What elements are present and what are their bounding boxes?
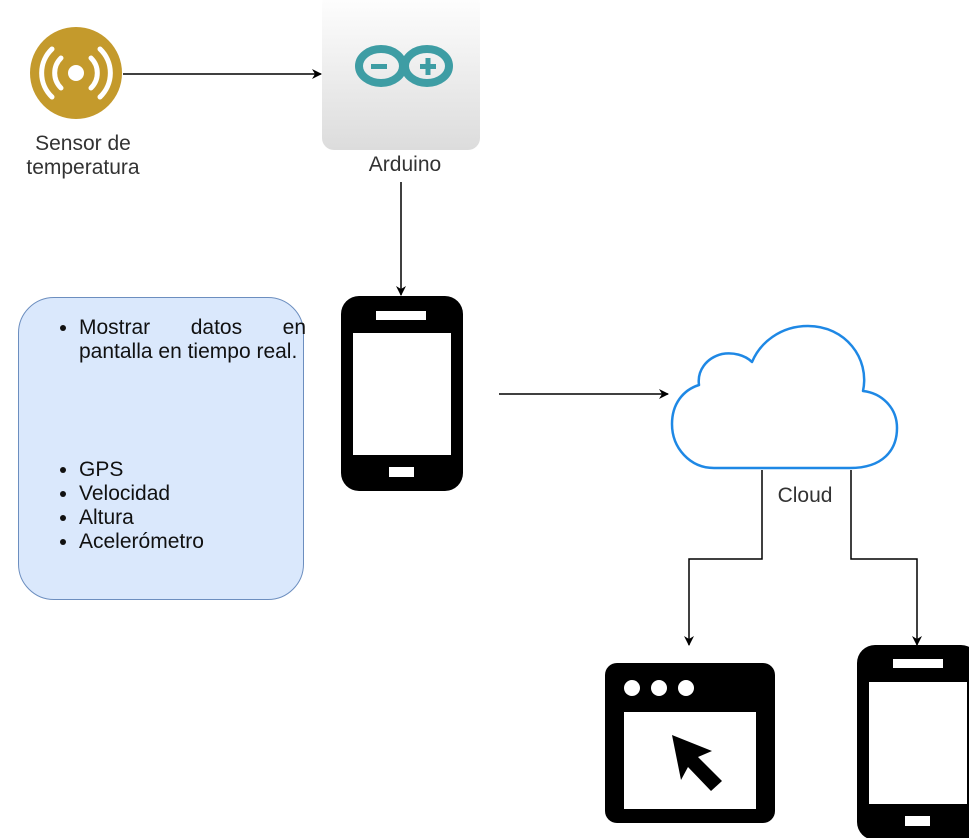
arduino-label: Arduino: [368, 153, 442, 176]
features-box: Mostrar datos en pantalla en tiempo real…: [18, 297, 306, 600]
smartphone-icon-right: [857, 645, 969, 838]
cursor-icon: [672, 735, 722, 791]
feature-item-gps: GPS: [79, 458, 303, 482]
smartphone-icon: [341, 296, 463, 491]
feature-list-1: Mostrar datos en pantalla en tiempo real…: [53, 316, 306, 364]
sensor-label: Sensor de temperatura: [8, 132, 158, 180]
cloud-icon: [670, 324, 899, 470]
sensor-label-line2: temperatura: [26, 156, 140, 179]
arduino-icon: [322, 0, 480, 150]
feature-list-2: GPS Velocidad Altura Acelerómetro: [53, 458, 303, 554]
feature-item-altitude: Altura: [79, 506, 303, 530]
browser-window-icon: [605, 663, 775, 823]
sensor-label-line1: Sensor de: [35, 132, 131, 155]
feature-item-realtime-display: Mostrar datos en pantalla en tiempo real…: [79, 316, 306, 364]
cloud-label: Cloud: [777, 484, 833, 507]
feature-item-accelerometer: Acelerómetro: [79, 530, 303, 554]
feature-item-speed: Velocidad: [79, 482, 303, 506]
temperature-sensor-icon: [30, 27, 122, 119]
arrow-cloud-to-phone: [850, 470, 922, 646]
arrow-cloud-to-browser: [684, 470, 763, 646]
